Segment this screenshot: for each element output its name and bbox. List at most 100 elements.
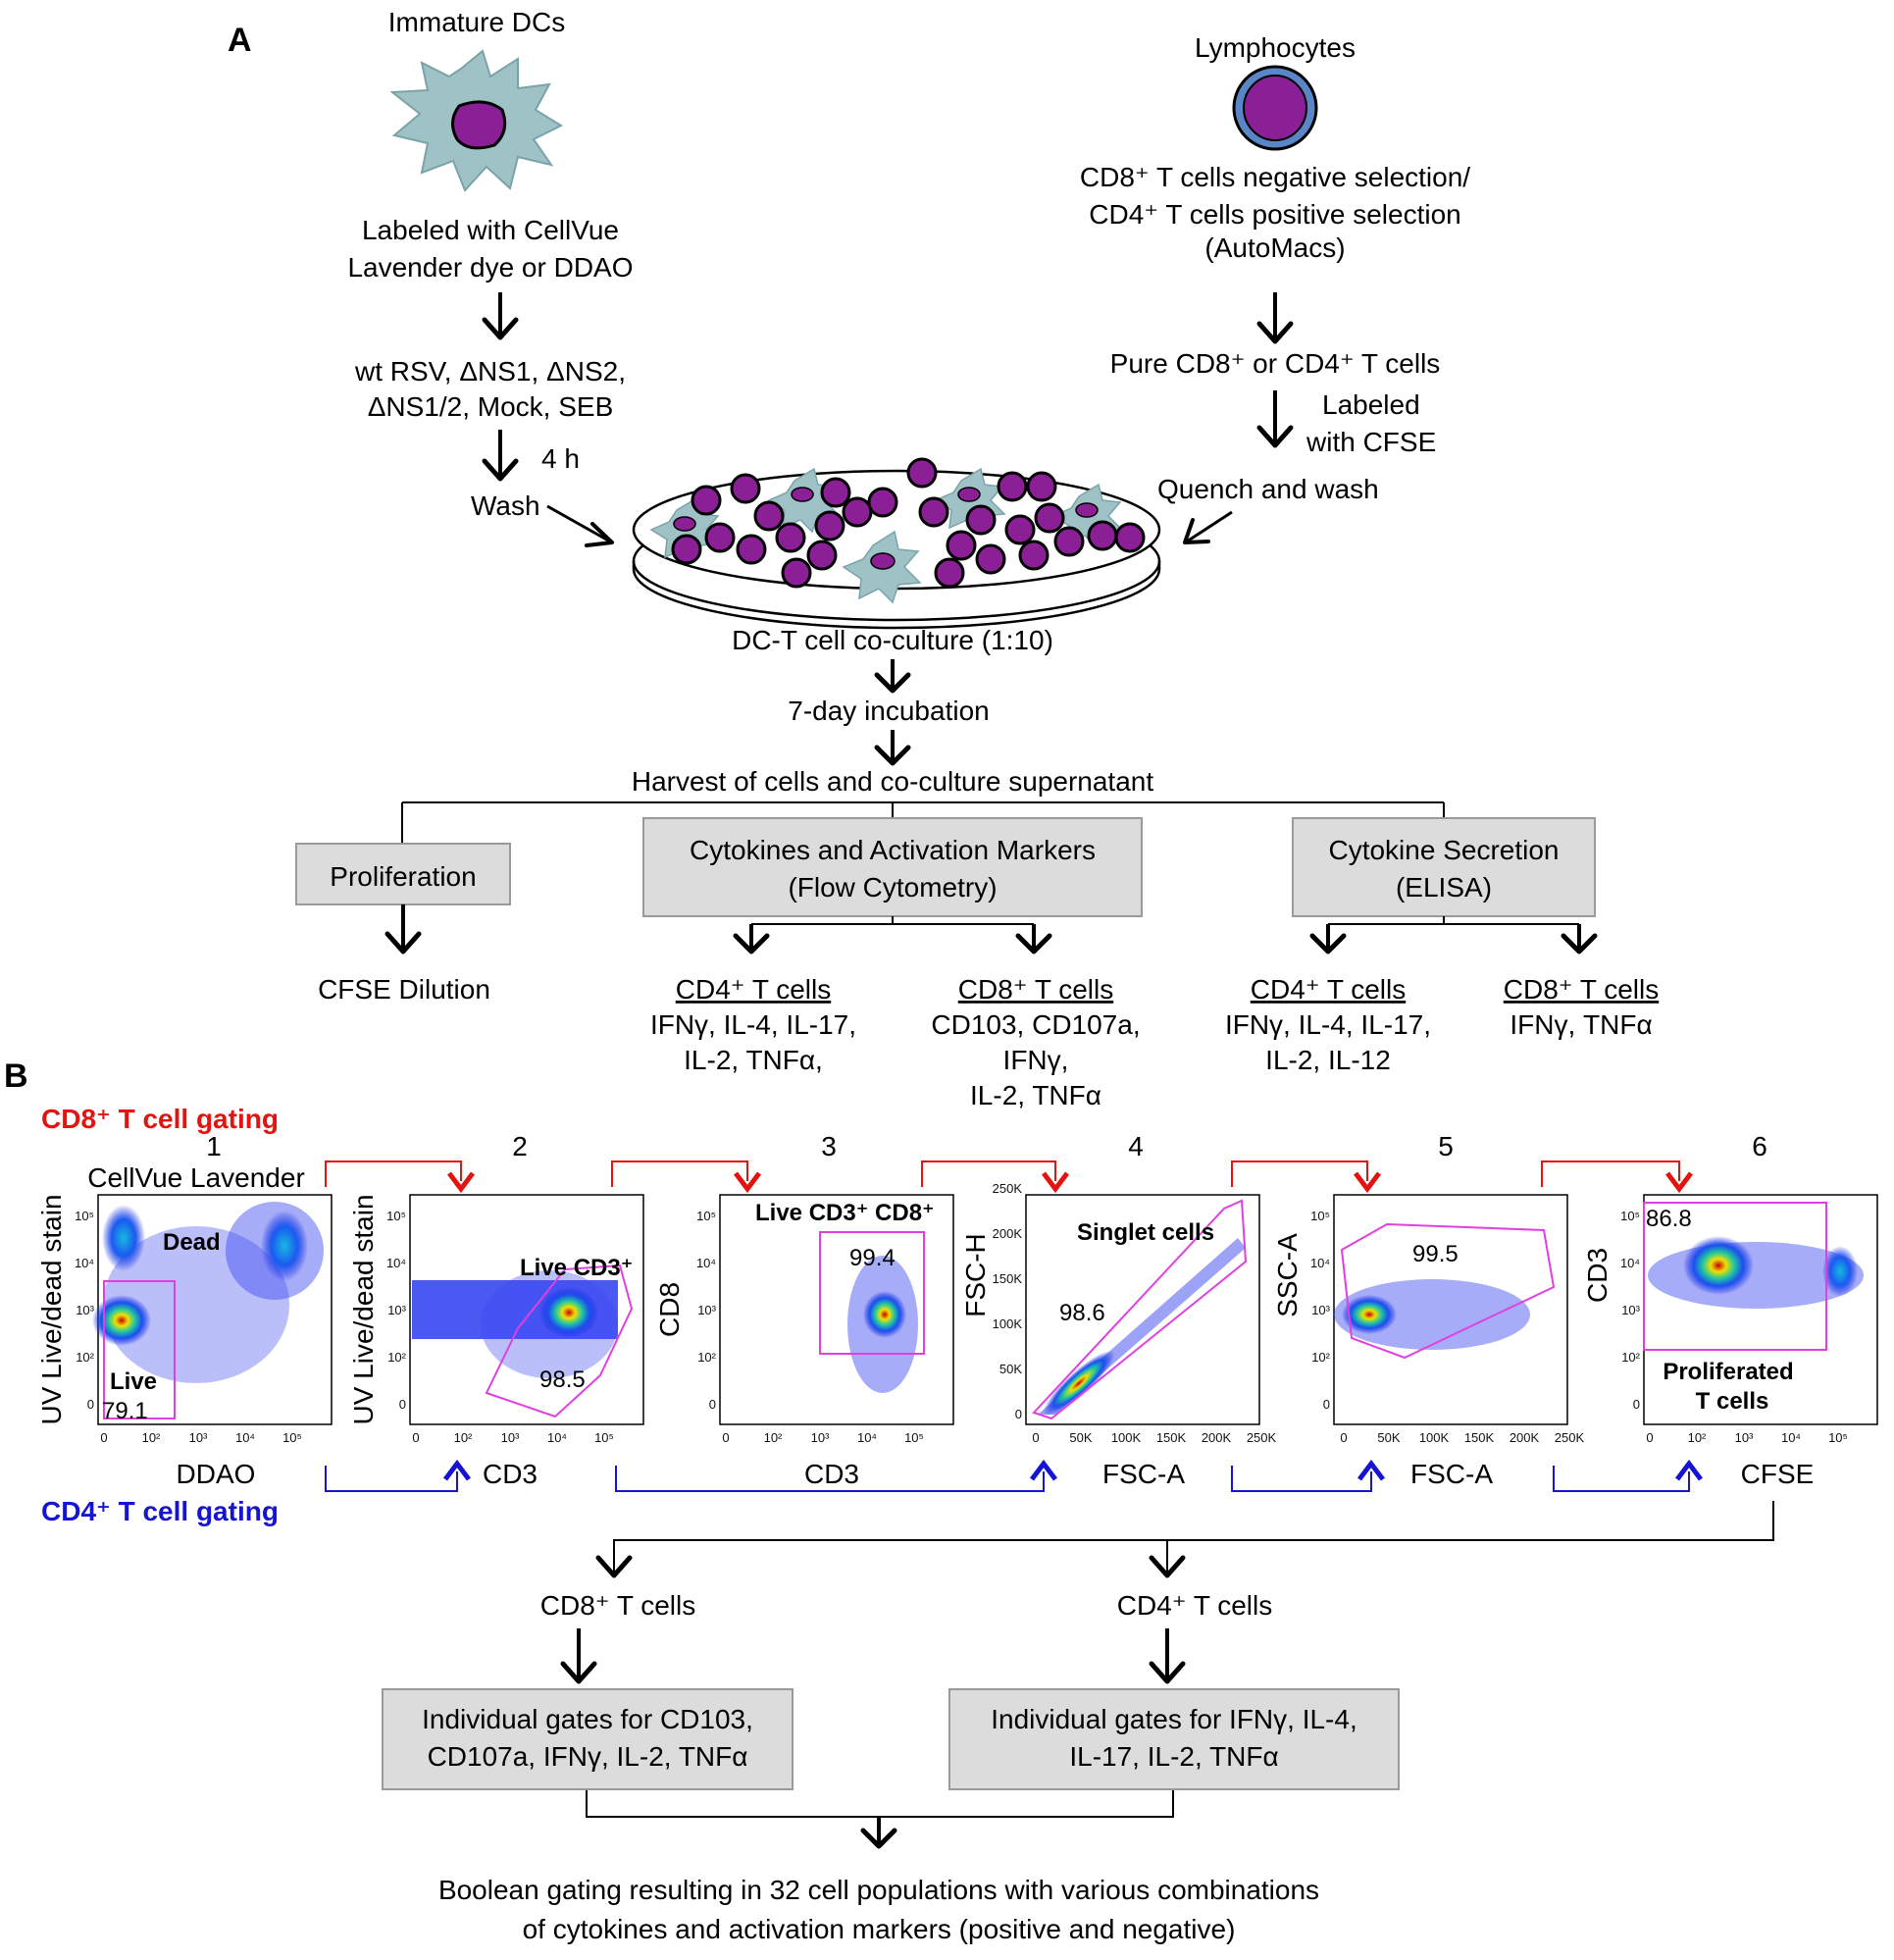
plot3-frame	[719, 1194, 954, 1425]
flow-cd8-line3: IL-2, TNFα	[970, 1080, 1101, 1110]
cd4-gates-line1: Individual gates for IFNγ, IL-4,	[991, 1704, 1357, 1734]
dc-wash: Wash	[471, 490, 540, 521]
axis-tick-label: 50K	[999, 1362, 1022, 1376]
axis-tick-label: 10³	[1311, 1303, 1330, 1317]
flow-plot-2: 2 Live CD3⁺ 98.5 CD3 UV Live/dead stain …	[348, 1131, 644, 1489]
axis-tick-label: 10³	[189, 1430, 208, 1445]
axis-tick-label: 10⁴	[1310, 1256, 1330, 1270]
axis-tick-label: 150K	[1156, 1430, 1187, 1445]
axis-tick-label: 10⁴	[857, 1430, 877, 1445]
axis-tick-label: 10³	[387, 1303, 406, 1317]
plot1-xlabel: DDAO	[177, 1459, 256, 1489]
axis-tick-label: 10²	[387, 1350, 406, 1365]
plot3-value: 99.4	[849, 1245, 896, 1271]
box-flow-cytometry: Cytokines and Activation Markers (Flow C…	[642, 817, 1143, 917]
boolean-line2: of cytokines and activation markers (pos…	[523, 1914, 1236, 1944]
axis-tick-label: 10⁵	[696, 1209, 716, 1223]
axis-tick-label: 10³	[811, 1430, 830, 1445]
axis-tick-label: 0	[1340, 1430, 1347, 1445]
plot2-ylabel: UV Live/dead stain	[348, 1194, 379, 1424]
axis-tick-label: 10³	[1735, 1430, 1754, 1445]
box-flow-line1: Cytokines and Activation Markers	[690, 835, 1096, 865]
plot1-value: 79.1	[102, 1398, 148, 1424]
axis-tick-label: 0	[1646, 1430, 1653, 1445]
plot3-xlabel: CD3	[804, 1459, 859, 1489]
box-cd8-gates: Individual gates for CD103, CD107a, IFNγ…	[382, 1688, 793, 1790]
plot4-number: 4	[1128, 1131, 1144, 1161]
harvest-branch-lines	[401, 801, 1445, 844]
flow-cd4-head: CD4⁺ T cells	[676, 974, 831, 1005]
axis-tick-label: 10⁵	[282, 1430, 302, 1445]
arrow-incubation	[874, 730, 911, 766]
dc-title: Immature DCs	[388, 7, 565, 37]
box-cd4-gates: Individual gates for IFNγ, IL-4, IL-17, …	[948, 1688, 1400, 1790]
flow-plot-1: 1 CellVue Lavender Dead Live 79.1 DDAO U…	[36, 1131, 333, 1489]
elisa-cd4-head: CD4⁺ T cells	[1251, 974, 1406, 1005]
arrow-lym-2	[1256, 390, 1294, 448]
axis-tick-label: 200K	[993, 1226, 1023, 1241]
axis-tick-label: 10²	[142, 1430, 161, 1445]
elisa-cd8-head: CD8⁺ T cells	[1504, 974, 1659, 1005]
elisa-cd4-line2: IL-2, IL-12	[1265, 1045, 1391, 1075]
plot3-ylabel: CD8	[654, 1282, 685, 1337]
plot3-number: 3	[821, 1131, 837, 1161]
plot5-number: 5	[1438, 1131, 1454, 1161]
plot3-gate: Live CD3⁺ CD8⁺	[755, 1200, 935, 1226]
bottom-flow-lines	[560, 1501, 1774, 1849]
plot2-value: 98.5	[539, 1367, 586, 1393]
axis-tick-label: 10⁴	[547, 1430, 567, 1445]
cd4-gates-line2: IL-17, IL-2, TNFα	[1069, 1741, 1278, 1772]
dc-label-line2: Lavender dye or DDAO	[347, 252, 633, 283]
plot4-ylabel: FSC-H	[960, 1233, 991, 1317]
bottom-cd4-cells: CD4⁺ T cells	[1117, 1590, 1272, 1621]
lym-pure: Pure CD8⁺ or CD4⁺ T cells	[1110, 348, 1441, 379]
axis-tick-label: 0	[1633, 1397, 1640, 1412]
panel-b-label: B	[4, 1057, 28, 1095]
cd4-gating-connectors	[325, 1459, 1703, 1492]
lymphocytes-title: Lymphocytes	[1195, 32, 1356, 63]
plot5-value: 99.5	[1412, 1241, 1459, 1267]
elisa-cd4-line1: IFNγ, IL-4, IL-17,	[1225, 1009, 1431, 1040]
axis-tick-label: 10⁵	[594, 1430, 614, 1445]
axis-tick-label: 0	[1323, 1397, 1330, 1412]
arrow-wash	[546, 504, 614, 547]
axis-tick-label: 200K	[1202, 1430, 1232, 1445]
plot2-number: 2	[512, 1131, 528, 1161]
box-proliferation-label: Proliferation	[330, 861, 476, 892]
axis-tick-label: 10³	[76, 1303, 94, 1317]
plot1-gate-live: Live	[110, 1368, 157, 1395]
coculture-label: DC-T cell co-culture (1:10)	[732, 625, 1053, 655]
lym-sel-line1: CD8⁺ T cells negative selection/	[1080, 162, 1470, 192]
axis-tick-label: 250K	[1555, 1430, 1585, 1445]
cd8-gating-connectors	[325, 1161, 1693, 1194]
axis-tick-label: 10⁵	[75, 1209, 94, 1223]
axis-tick-label: 0	[399, 1397, 406, 1412]
axis-tick-label: 150K	[1464, 1430, 1495, 1445]
axis-tick-label: 200K	[1510, 1430, 1540, 1445]
incubation-label: 7-day incubation	[788, 696, 989, 726]
axis-tick-label: 150K	[993, 1271, 1023, 1286]
plot6-gate-line2: T cells	[1696, 1388, 1769, 1415]
axis-tick-label: 10⁵	[1310, 1209, 1330, 1223]
plot4-xlabel: FSC-A	[1102, 1459, 1185, 1489]
coculture-dish-icon	[632, 457, 1161, 630]
box-elisa-line1: Cytokine Secretion	[1328, 835, 1559, 865]
axis-tick-label: 10⁴	[1781, 1430, 1801, 1445]
axis-tick-label: 50K	[1377, 1430, 1400, 1445]
plot6-ylabel: CD3	[1582, 1248, 1612, 1303]
axis-tick-label: 10⁴	[75, 1256, 94, 1270]
lymphocyte-icon	[1232, 65, 1318, 151]
axis-tick-label: 10⁵	[1828, 1430, 1848, 1445]
lym-sel-line3: (AutoMacs)	[1204, 232, 1345, 263]
plot6-frame	[1643, 1194, 1878, 1425]
dc-label-line1: Labeled with CellVue	[362, 215, 619, 245]
elisa-cd8-line1: IFNγ, TNFα	[1510, 1009, 1652, 1040]
flow-cd8-head: CD8⁺ T cells	[958, 974, 1113, 1005]
axis-tick-label: 10²	[1688, 1430, 1707, 1445]
cd4-gating-label: CD4⁺ T cell gating	[41, 1496, 279, 1526]
axis-tick-label: 10⁴	[1620, 1256, 1640, 1270]
lym-cfse-line1: Labeled	[1322, 389, 1420, 420]
flow-cd8-line2: IFNγ,	[1003, 1045, 1069, 1075]
